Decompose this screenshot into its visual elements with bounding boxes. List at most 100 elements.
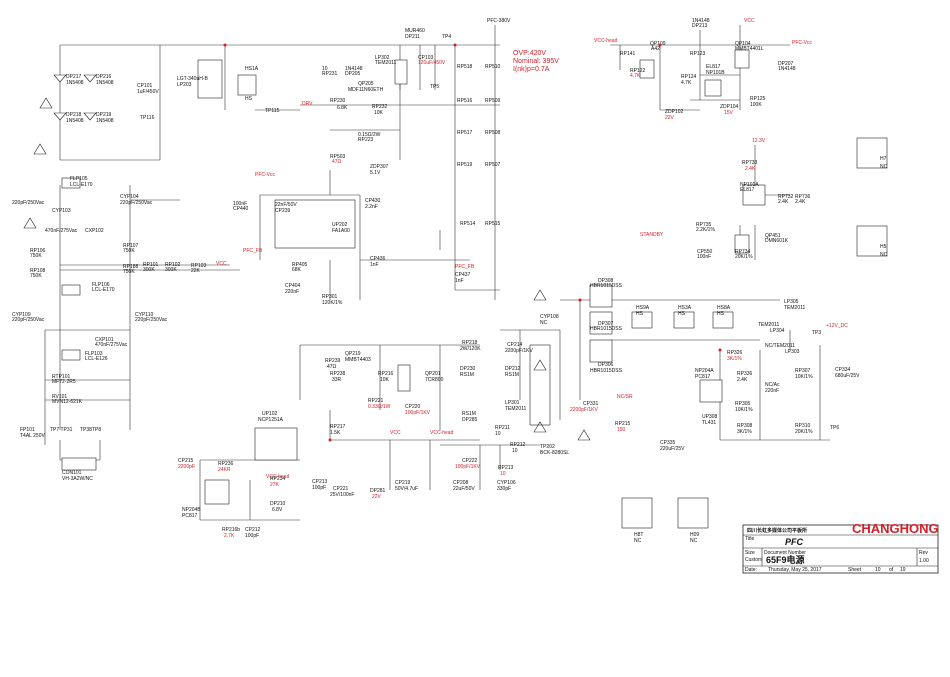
fp101-ref: FP101: [20, 427, 35, 433]
rp236-ref: RP236: [218, 461, 234, 467]
cp219-val: 50V/4.7uF: [395, 486, 418, 492]
warning-icon: [33, 143, 47, 155]
rp212-ref: RP212: [510, 442, 526, 448]
sheet-label: Sheet: [848, 567, 862, 573]
cp436-val: 1nF: [370, 262, 379, 268]
rev-label: Rev: [919, 550, 928, 556]
dp213-val: 1N4148: [692, 18, 710, 24]
net-pfc-vcc: PFC-Vcc: [792, 40, 813, 46]
mur460-ref: MUR460: [405, 28, 425, 34]
rp101-ref: RP101: [143, 262, 159, 268]
lp203-ref: LP203: [177, 82, 192, 88]
rp305-val: 10K/1%: [735, 407, 753, 413]
rp733-val: 2.4K: [745, 166, 756, 172]
warning-icon: [533, 289, 547, 301]
np204a-val: PC817: [695, 374, 711, 380]
cp437-ref: CP437: [455, 272, 471, 278]
net-standby: STANDBY: [640, 232, 664, 238]
rp234-val: 27K: [270, 482, 280, 488]
flp103-ref: FLP103: [85, 351, 103, 357]
warning-icon: [533, 359, 547, 371]
cp437-val: 1nF: [455, 278, 464, 284]
net-pfc-fb: PFC_FB: [243, 248, 263, 254]
rp123-ref: RP123: [690, 51, 706, 57]
rp307-ref: RP307: [795, 368, 811, 374]
h7-ref: H7: [880, 156, 887, 162]
qp201-ref: QP201: [425, 371, 441, 377]
rp211-val: 10: [495, 431, 501, 437]
dp216-ref: DP216: [96, 74, 112, 80]
flp105-val: LCL-E170: [70, 182, 93, 188]
lp302-ref: LP302: [375, 55, 390, 61]
cp103-val: 120uF/450V: [418, 60, 446, 66]
dp306-ref: DP306: [598, 362, 614, 368]
warning-icon: [39, 97, 53, 109]
rp238-val: 33R: [332, 377, 342, 383]
hs8a-ref: HS8A: [717, 305, 731, 311]
size-label: Size: [745, 550, 755, 556]
dp218-val: 1N5408: [66, 118, 84, 124]
cp220-ref: CP220: [405, 404, 421, 410]
cp404-ref: CP404: [285, 283, 301, 289]
dp308-val: HBR1015DSS: [590, 283, 623, 289]
net-pfc-vcc-2: PFC-Vcc: [255, 172, 276, 178]
rp223-val: 0.15Ω/2W: [358, 132, 381, 138]
cp221-val: 25V/100nF: [330, 492, 354, 498]
rp212-val: 10: [512, 448, 518, 454]
net-pfc380v: PFC-380V: [487, 18, 511, 24]
component-labels: CON101 VH-3A2W/NC FP101 T4AL 250V TP7 TP…: [12, 18, 888, 544]
np101a-ref: NP101A: [740, 182, 759, 188]
rp518-ref: RP518: [457, 64, 473, 70]
tp202-ref: TP202: [540, 444, 555, 450]
rp122-ref: RP122: [630, 68, 646, 74]
cp212-val: 100pF: [245, 533, 259, 539]
qp451-val: DMN601K: [765, 238, 789, 244]
rp238-ref: RP238: [330, 371, 346, 377]
rp108-ref: RP108: [30, 268, 46, 274]
dp230-val: RS1M: [460, 372, 474, 378]
dp307-ref: DP307: [598, 321, 614, 327]
cp214-ref: CP214: [507, 342, 523, 348]
h7-val: NC: [880, 164, 888, 170]
rp310-val: 20K/1%: [795, 429, 813, 435]
cyp108-ref: CYP108: [540, 314, 559, 320]
rp231-val: 10: [322, 66, 328, 72]
dp217-val: 1N5408: [66, 80, 84, 86]
dp308-ref: DP308: [598, 278, 614, 284]
cp430-ref: CP430: [365, 198, 381, 204]
cxp101-val: 470nF/275Vac: [95, 342, 128, 348]
tp202-val: BCK-8280SL: [540, 450, 569, 456]
rp122-val: 4.7K: [630, 73, 641, 79]
net-vcc-1: VCC: [744, 18, 755, 24]
rp107-val: 750K: [123, 248, 135, 254]
cp222-val: 100pF/1KV: [455, 464, 481, 470]
markers: [23, 43, 722, 442]
rp125-ref: RP125: [750, 96, 766, 102]
rp124-val: 4.7K: [681, 80, 692, 86]
up308-ref: UP308: [702, 414, 718, 420]
rp734-val: 20K/1%: [735, 254, 753, 260]
qp109-ref: QP109: [650, 41, 666, 47]
sheet-total: 19: [900, 567, 906, 573]
flp106-val: LCL-E170: [92, 287, 115, 293]
rp736-val: 2.4K: [795, 199, 806, 205]
cp208-val: 22uF/50V: [453, 486, 475, 492]
up202-ref: UP202: [332, 222, 348, 228]
rp307-val: 10K/1%: [795, 374, 813, 380]
cyp110-ref: CYP110: [135, 312, 153, 318]
zdp307-ref: ZDP307: [370, 164, 389, 170]
net-pfc-fb-2: PFC_FB: [455, 264, 475, 270]
rp221-val: 0.33Ω/1W: [368, 404, 391, 410]
rp509-ref: RP509: [485, 98, 501, 104]
rp216b-val: 2.7K: [224, 533, 235, 539]
tp6-ref: TP6: [830, 425, 839, 431]
dp207-val: 1N4148: [778, 66, 796, 72]
up308-val: TL431: [702, 420, 716, 426]
net-labels: PFC-380V OVP:420V Nominal: 395V I(nk)p=0…: [216, 18, 848, 480]
net-vcc-head-1: VCC-head: [594, 38, 618, 44]
dp212-ref: DP212: [505, 366, 521, 372]
company-name: 四川长虹多媒体公司平板所: [747, 527, 807, 534]
warning-icon: [533, 421, 547, 433]
qp219-val: MMBT4403: [345, 357, 371, 363]
